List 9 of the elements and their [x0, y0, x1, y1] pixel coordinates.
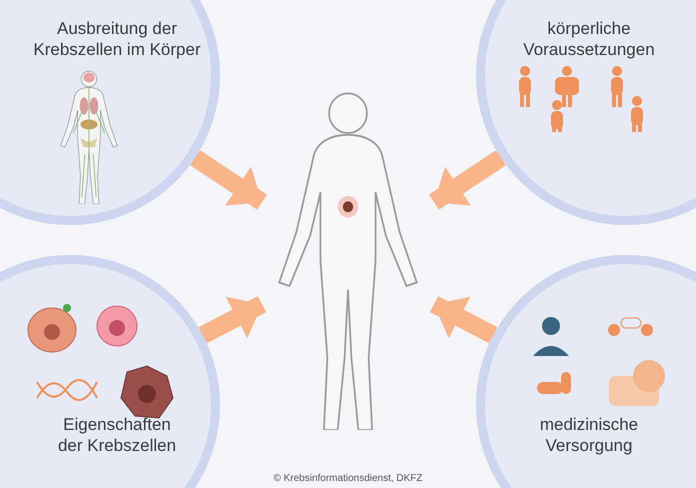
block-arrow [429, 150, 506, 210]
block-arrow [198, 296, 266, 344]
category-title: körperliche Voraussetzungen [522, 18, 656, 60]
category-title: Ausbreitung der Krebszellen im Körper [32, 18, 202, 60]
copyright-note: © Krebsinformationsdienst, DKFZ [272, 472, 424, 486]
category-title: medizinische Versorgung [538, 414, 640, 456]
block-arrow [430, 296, 498, 344]
category-title: Eigenschaften der Krebszellen [56, 414, 178, 456]
block-arrow [190, 150, 267, 210]
